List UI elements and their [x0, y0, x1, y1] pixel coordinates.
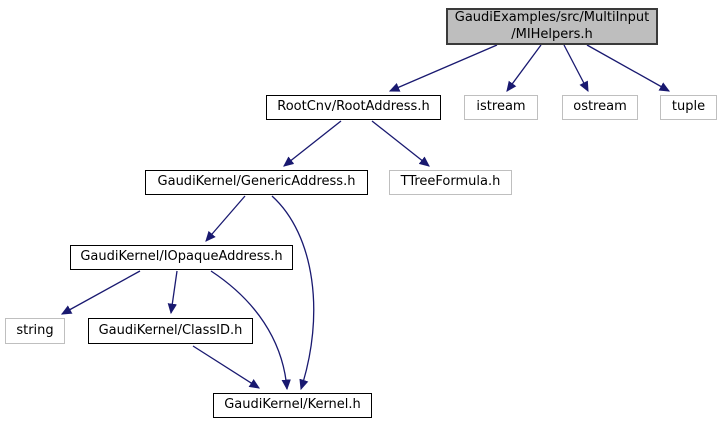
node-classid[interactable]: GaudiKernel/ClassID.h	[88, 318, 253, 344]
node-rootaddress[interactable]: RootCnv/RootAddress.h	[266, 95, 441, 120]
node-iopaqueaddress[interactable]: GaudiKernel/IOpaqueAddress.h	[70, 245, 293, 270]
edge-classid-to-kernel	[192, 345, 260, 389]
edge-genericaddress-to-kernel	[271, 195, 315, 391]
edge-iopaqueaddress-to-classid	[167, 270, 178, 315]
node-mihelpers: GaudiExamples/src/MultiInput /MIHelpers.…	[446, 8, 658, 45]
edge-mihelpers-to-rootaddress	[388, 44, 498, 92]
edge-rootaddress-to-ttreeformula	[371, 120, 430, 167]
node-ostream: ostream	[562, 95, 638, 120]
edge-genericaddress-to-iopaqueaddress	[205, 195, 246, 242]
node-genericaddress[interactable]: GaudiKernel/GenericAddress.h	[145, 170, 368, 195]
node-istream: istream	[464, 95, 538, 120]
node-kernel[interactable]: GaudiKernel/Kernel.h	[213, 393, 372, 418]
node-tuple: tuple	[660, 95, 717, 120]
edge-mihelpers-to-ostream	[563, 44, 589, 93]
edge-mihelpers-to-tuple	[586, 44, 671, 92]
edge-mihelpers-to-istream	[506, 44, 542, 92]
edge-iopaqueaddress-to-kernel	[210, 270, 291, 391]
edge-rootaddress-to-genericaddress	[283, 120, 342, 167]
node-ttreeformula: TTreeFormula.h	[389, 170, 512, 195]
node-string: string	[5, 318, 65, 344]
edge-iopaqueaddress-to-string	[60, 270, 141, 315]
